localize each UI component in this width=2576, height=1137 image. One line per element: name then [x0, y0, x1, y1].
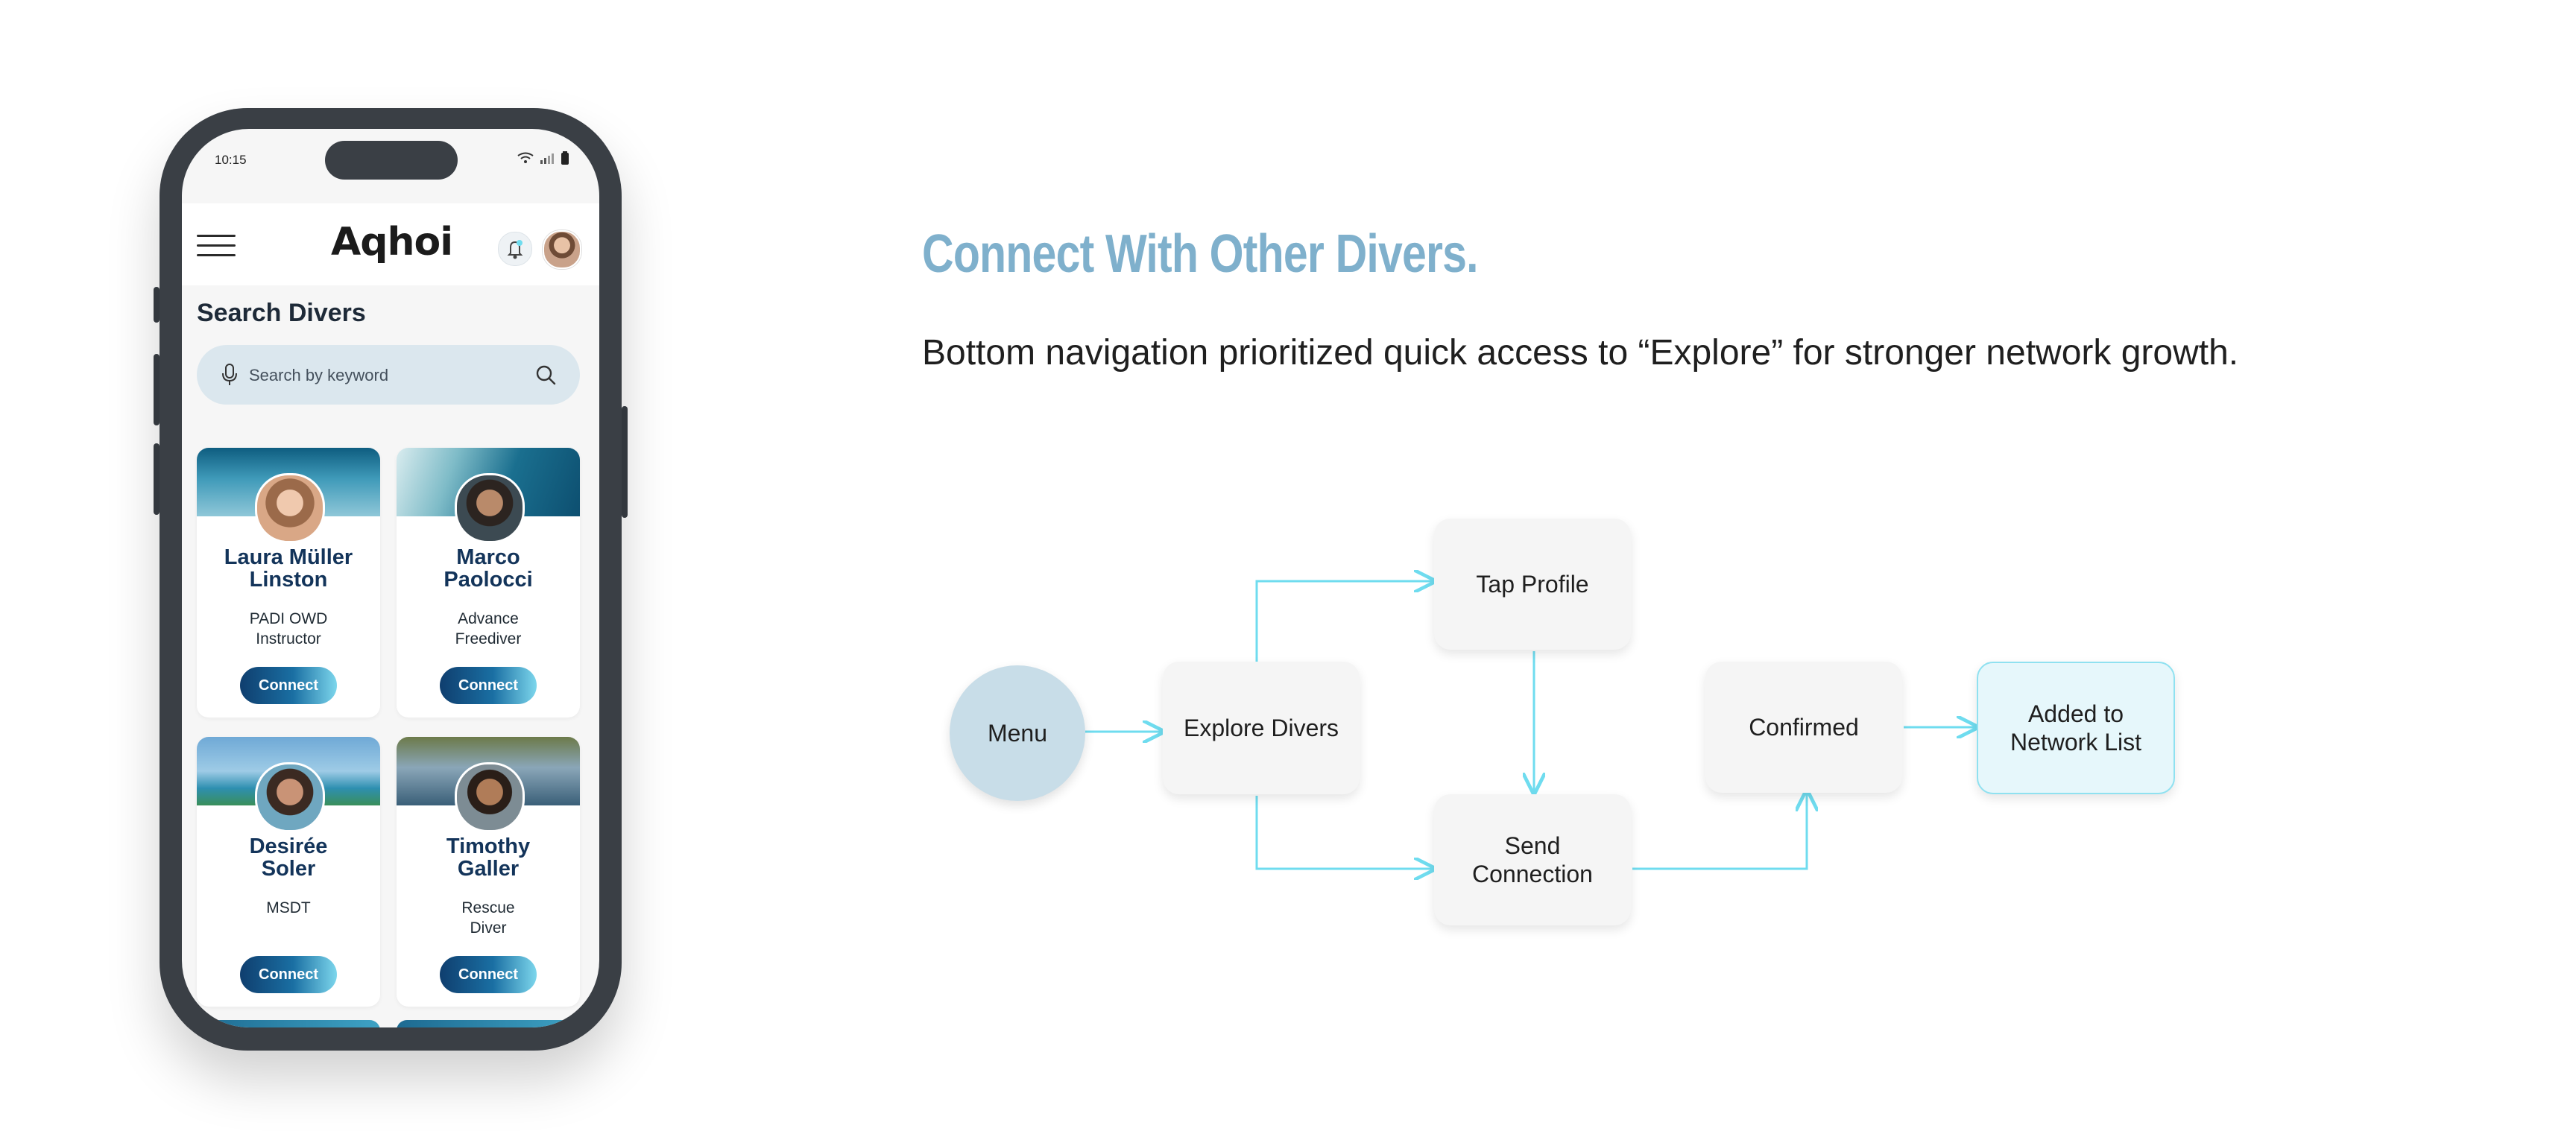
- phone-volume-down: [154, 443, 160, 515]
- search-icon[interactable]: [534, 363, 558, 387]
- diver-photo: [255, 762, 325, 832]
- arrow-explore-tap: [1255, 581, 1434, 662]
- mic-icon[interactable]: [221, 363, 239, 387]
- signal-icon: [540, 153, 554, 164]
- search-input[interactable]: Search by keyword: [197, 345, 580, 405]
- dynamic-island: [325, 141, 458, 180]
- connect-button[interactable]: Connect: [440, 667, 537, 704]
- diver-card-partial[interactable]: [397, 1020, 580, 1027]
- user-avatar[interactable]: [543, 230, 581, 269]
- diver-photo: [455, 762, 525, 832]
- flow-node-menu: Menu: [950, 665, 1085, 801]
- wifi-icon: [517, 152, 534, 163]
- notification-button[interactable]: [498, 232, 532, 266]
- phone-volume-up: [154, 354, 160, 425]
- phone-screen: 10:15 Aqhoi: [182, 129, 599, 1027]
- flow-node-confirmed: Confirmed: [1705, 662, 1902, 793]
- search-placeholder: Search by keyword: [249, 366, 389, 384]
- bell-icon: [507, 240, 523, 259]
- flow-node-tap-profile: Tap Profile: [1434, 519, 1631, 650]
- diver-card-partial[interactable]: [197, 1020, 380, 1027]
- connect-button[interactable]: Connect: [440, 956, 537, 993]
- hamburger-icon[interactable]: [197, 235, 236, 257]
- phone-silent-switch: [154, 287, 160, 323]
- connect-button[interactable]: Connect: [240, 667, 337, 704]
- arrow-explore-send: [1255, 796, 1434, 869]
- phone-power-button: [622, 406, 628, 518]
- app-header: Aqhoi: [182, 203, 599, 285]
- flow-node-explore-divers: Explore Divers: [1163, 662, 1360, 794]
- page-title: Search Divers: [197, 299, 366, 327]
- phone-mockup: 10:15 Aqhoi: [154, 108, 628, 1051]
- battery-icon: [561, 151, 569, 165]
- arrow-send-confirmed: [1632, 791, 1807, 870]
- connect-button[interactable]: Connect: [240, 956, 337, 993]
- status-icons: [517, 151, 569, 165]
- status-bar: 10:15: [182, 129, 599, 180]
- status-time: 10:15: [215, 153, 247, 167]
- diver-role: MSDT: [266, 899, 311, 916]
- app-logo: Aqhoi: [331, 220, 453, 265]
- subheadline: Bottom navigation prioritized quick acce…: [922, 333, 2239, 373]
- diver-photo: [255, 473, 325, 543]
- diver-photo: [455, 473, 525, 543]
- headline: Connect With Other Divers.: [922, 224, 1479, 284]
